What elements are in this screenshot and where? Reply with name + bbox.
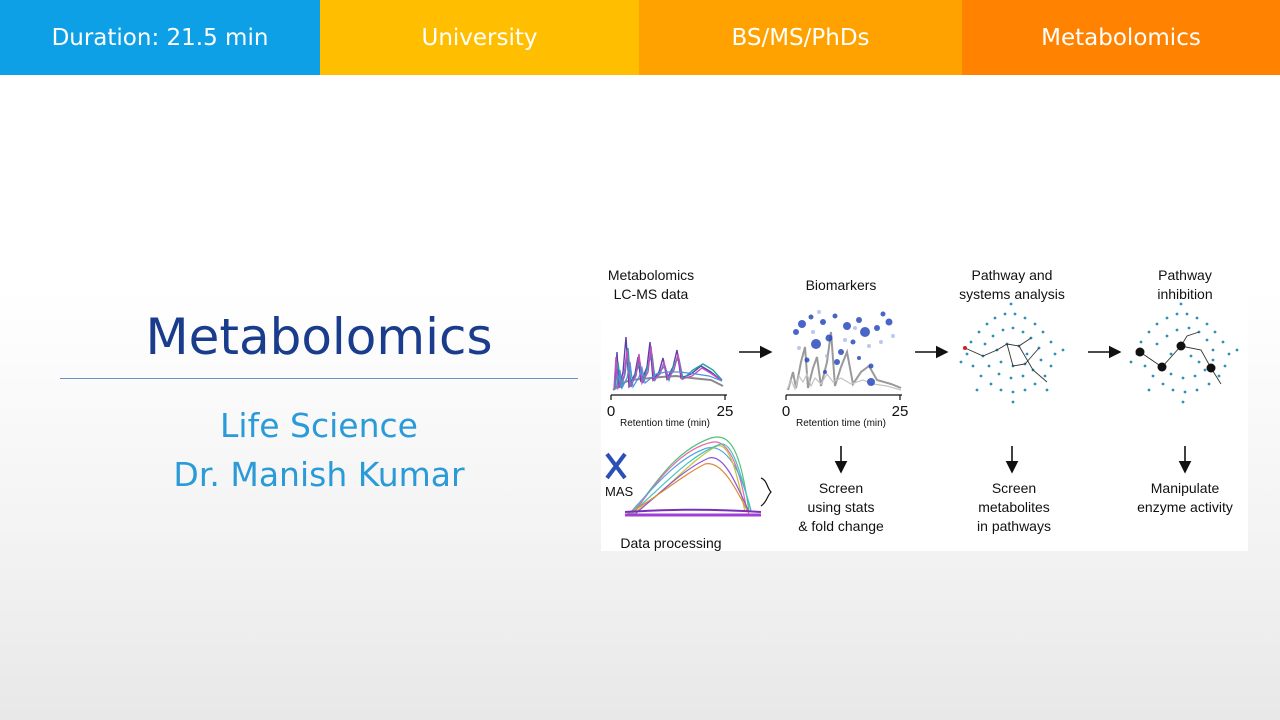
biomarker-x-label: Retention time (min) xyxy=(796,418,886,429)
step3-line3: in pathways xyxy=(977,518,1051,534)
panel4-title-line1: Pathway xyxy=(1158,267,1212,283)
level-label: University xyxy=(320,0,639,75)
workflow-diagram: Metabolomics LC-MS data Biomarkers Pathw… xyxy=(605,267,1239,551)
chromatogram-x-min: 0 xyxy=(607,403,615,420)
panel1-title-line2: LC-MS data xyxy=(614,286,689,302)
data-processing-label: Data processing xyxy=(620,535,721,551)
title-divider xyxy=(60,378,578,379)
chromatogram-x-label: Retention time (min) xyxy=(620,418,710,429)
pathway-network xyxy=(959,302,1065,404)
panel3-title-line2: systems analysis xyxy=(959,286,1065,302)
inhibition-network xyxy=(1129,302,1239,404)
biomarker-x-min: 0 xyxy=(782,403,790,420)
step4-line1: Manipulate xyxy=(1151,480,1220,496)
brace-icon xyxy=(760,477,772,507)
topic-label: Metabolomics xyxy=(962,0,1280,75)
biomarker-plot: 0 25 Retention time (min) xyxy=(782,310,909,429)
panel1-title-line1: Metabolomics xyxy=(608,267,694,283)
panel4-title-line2: inhibition xyxy=(1157,286,1212,302)
chromatogram-plot: 0 25 Retention time (min) xyxy=(607,336,734,429)
step3-line2: metabolites xyxy=(978,499,1050,515)
xcms-logo: MAS xyxy=(605,452,634,499)
step3-line1: Screen xyxy=(992,480,1036,496)
step2-line3: & fold change xyxy=(798,518,884,534)
degree-label: BS/MS/PhDs xyxy=(639,0,962,75)
step4-line2: enzyme activity xyxy=(1137,499,1233,515)
panel2-title: Biomarkers xyxy=(806,277,877,293)
biomarker-x-max: 25 xyxy=(892,403,909,420)
duration-label: Duration: 21.5 min xyxy=(0,0,320,75)
panel3-title-line1: Pathway and xyxy=(972,267,1053,283)
step2-line1: Screen xyxy=(819,480,863,496)
data-processing-plot: Data processing xyxy=(620,436,772,551)
step2-line2: using stats xyxy=(808,499,875,515)
xcms-logo-text: MAS xyxy=(605,484,634,499)
page-title: Metabolomics xyxy=(145,308,493,366)
chromatogram-x-max: 25 xyxy=(717,403,734,420)
metabolomics-workflow-figure: Metabolomics LC-MS data Biomarkers Pathw… xyxy=(601,262,1248,551)
subtitle: Life Science xyxy=(220,406,418,445)
author-name: Dr. Manish Kumar xyxy=(173,455,465,494)
top-banner: Duration: 21.5 min University BS/MS/PhDs… xyxy=(0,0,1280,75)
